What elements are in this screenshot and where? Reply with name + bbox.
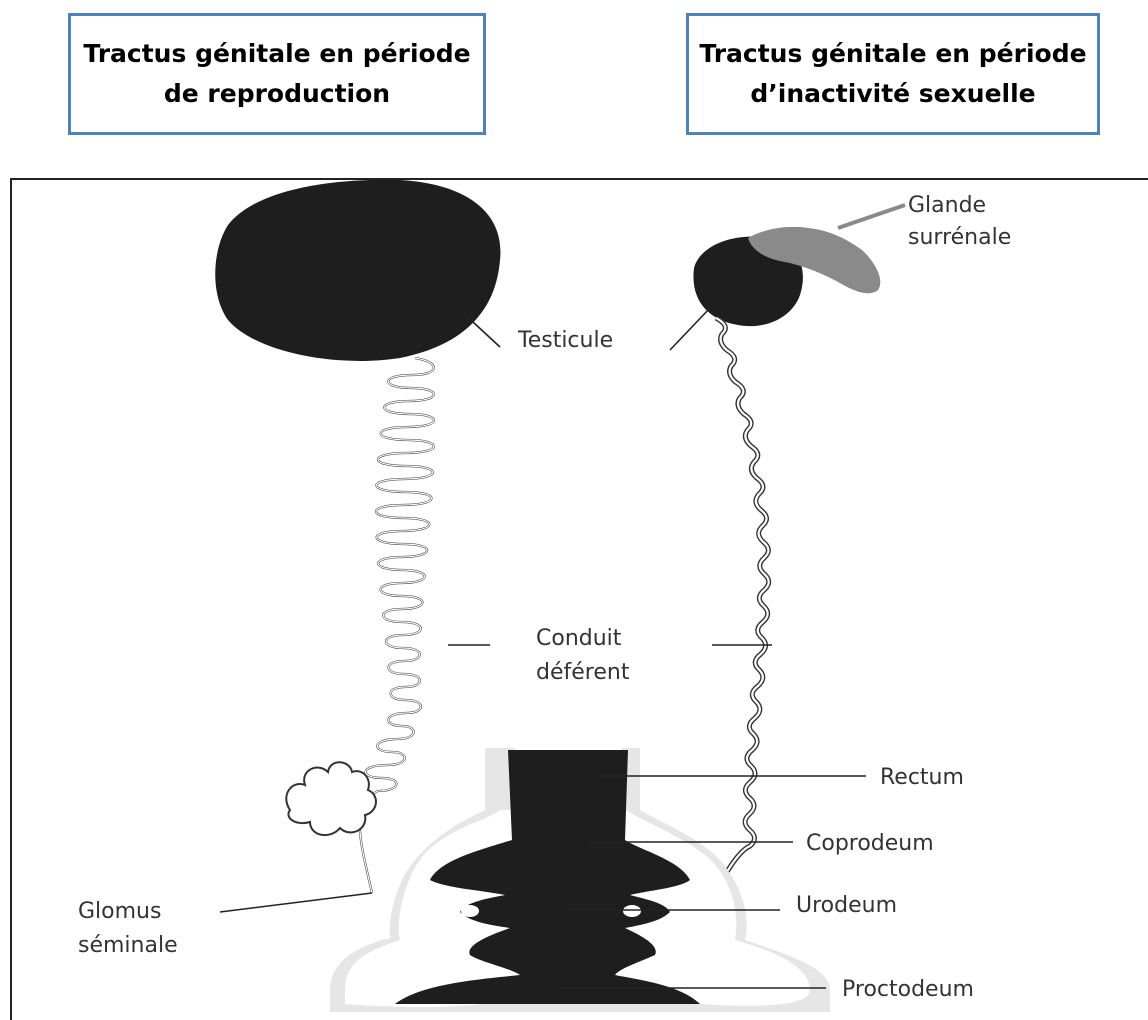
label-glande-line2: surrénale [908,225,1011,250]
glomus-leader [220,893,372,912]
adrenal-gland-stalk [838,205,905,228]
label-glomus-line2: séminale [78,933,178,958]
label-rectum: Rectum [880,765,964,790]
label-urodeum: Urodeum [796,893,897,918]
vas-deferens-thin [716,318,769,875]
label-glande-line1: Glande [908,193,986,218]
cloaca-lumen [395,750,700,1004]
label-conduit-line2: déférent [536,660,630,685]
label-conduit-line1: Conduit [536,626,622,651]
label-proctodeum: Proctodeum [842,977,974,1002]
label-coprodeum: Coprodeum [806,831,934,856]
label-glomus-line1: Glomus [78,899,161,924]
urodeum-left-opening [461,905,479,917]
urodeum-right-opening [623,905,641,917]
seminal-glomus [286,762,376,835]
testicle-large [215,180,500,361]
label-testicule: Testicule [517,328,613,353]
testicule-leader-right [670,308,710,350]
